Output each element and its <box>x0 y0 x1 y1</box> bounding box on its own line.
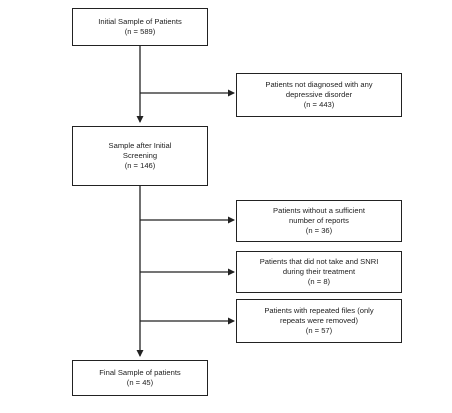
not-diagnosed-label-line2: depressive disorder <box>285 89 353 99</box>
initial-sample-box: Initial Sample of Patients (n = 589) <box>72 8 208 46</box>
final-sample-label: Final Sample of patients <box>99 367 181 377</box>
no-snri-label-line2: during their treatment <box>282 266 356 276</box>
after-screening-label-line1: Sample after Initial <box>108 140 172 150</box>
not-diagnosed-count: (n = 443) <box>303 100 335 110</box>
insufficient-reports-box: Patients without a sufficient number of … <box>236 200 402 242</box>
insufficient-reports-label-line1: Patients without a sufficient <box>273 205 365 215</box>
after-screening-box: Sample after Initial Screening (n = 146) <box>72 126 208 186</box>
repeated-files-count: (n = 57) <box>305 326 333 336</box>
after-screening-count: (n = 146) <box>124 161 156 171</box>
insufficient-reports-label-line2: number of reports <box>289 215 349 225</box>
initial-sample-count: (n = 589) <box>124 27 156 36</box>
initial-sample-label: Initial Sample of Patients <box>98 16 182 26</box>
no-snri-count: (n = 8) <box>307 277 331 287</box>
not-diagnosed-label-line1: Patients not diagnosed with any <box>265 79 373 89</box>
repeated-files-label-line1: Patients with repeated files (only <box>264 305 374 315</box>
final-sample-box: Final Sample of patients (n = 45) <box>72 360 208 396</box>
insufficient-reports-count: (n = 36) <box>305 226 333 236</box>
after-screening-label-line2: Screening <box>122 150 158 160</box>
no-snri-box: Patients that did not take and SNRI duri… <box>236 251 402 293</box>
final-sample-count: (n = 45) <box>126 378 154 387</box>
repeated-files-label-line2: repeats were removed) <box>279 315 359 325</box>
repeated-files-box: Patients with repeated files (only repea… <box>236 299 402 343</box>
not-diagnosed-box: Patients not diagnosed with any depressi… <box>236 73 402 117</box>
no-snri-label-line1: Patients that did not take and SNRI <box>259 256 379 266</box>
